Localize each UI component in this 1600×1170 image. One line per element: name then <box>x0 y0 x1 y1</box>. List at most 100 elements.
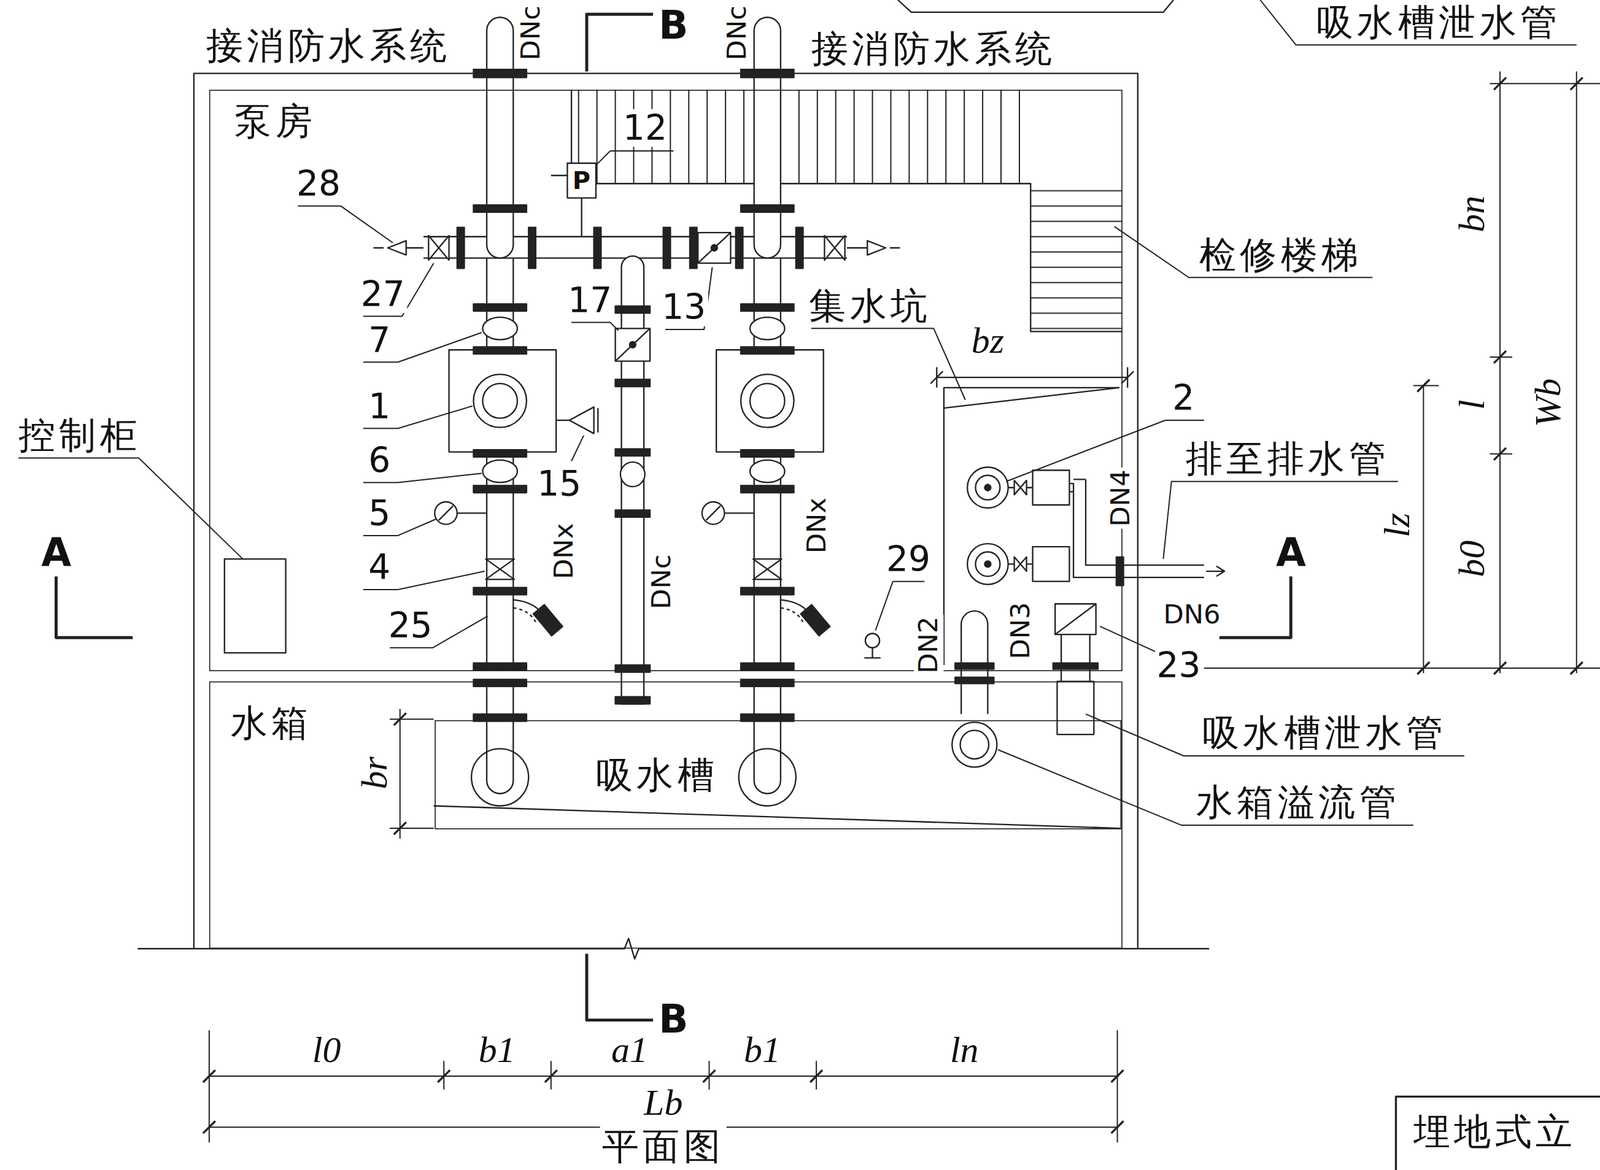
test-return-pipe <box>615 449 651 457</box>
leader-lines <box>595 150 674 166</box>
pipe-size: DN2 <box>913 614 944 676</box>
suction-trough: 吸水槽 <box>434 720 1122 830</box>
callout-number: 4 <box>366 548 393 587</box>
callout-number: 27 <box>358 274 407 314</box>
pipe-size: DNx <box>801 495 831 556</box>
pipe-size: DN3 <box>1005 599 1036 661</box>
callout-text: 平面图 <box>600 1126 727 1168</box>
sump-pit <box>1014 557 1027 572</box>
callout-text: 水箱溢流管 <box>1193 782 1402 824</box>
dimension-label: ln <box>948 1030 981 1071</box>
sump-pit <box>1069 479 1204 578</box>
dimension-label: bz <box>969 321 1006 363</box>
callout-number: 5 <box>366 494 393 533</box>
header-pipe <box>528 227 536 269</box>
pipe-size: DNx <box>548 521 579 582</box>
dimension-label: l0 <box>309 1030 343 1071</box>
relief-valve <box>556 406 598 434</box>
dimension-label: Wb <box>1528 376 1570 429</box>
sump-pit <box>1205 566 1225 577</box>
callout-number: 2 <box>1170 379 1197 418</box>
header-pipe <box>387 240 407 255</box>
callout-number: 2 <box>1170 379 1197 418</box>
sump-pit <box>1055 603 1097 635</box>
section-marks <box>586 14 654 72</box>
fire-pumps <box>434 17 830 806</box>
section-marks <box>586 954 654 1021</box>
header-pipe <box>689 227 698 269</box>
dimension-label: b0 <box>1452 538 1493 580</box>
header-pipe <box>663 227 671 269</box>
callout-text: 集水坑 <box>807 285 934 327</box>
callout-number: 29 <box>884 540 933 579</box>
callout-number: 27 <box>358 274 407 314</box>
sump-pit <box>1053 663 1098 670</box>
sump-pit <box>1032 546 1070 582</box>
callout-number: 23 <box>1154 646 1203 685</box>
pipe-size: DN2 <box>913 614 944 676</box>
sump-pit <box>943 387 1120 409</box>
callout-number: 7 <box>366 320 393 360</box>
leader-lines <box>297 206 393 244</box>
pressure-gauge <box>567 163 596 199</box>
header-pipe <box>867 240 886 255</box>
callout-number: 1 <box>366 387 393 426</box>
header-pipe <box>697 232 731 264</box>
dimension-lines <box>203 1070 1124 1134</box>
dimension-label: b0 <box>1452 538 1493 580</box>
callout-number: 15 <box>535 464 584 503</box>
dimension-label: Lb <box>641 1083 685 1125</box>
callout-text: 接消防水系统 <box>204 25 454 67</box>
dimension-lines <box>389 709 434 839</box>
sump-pit <box>1032 470 1070 506</box>
building-walls <box>137 0 1210 960</box>
callout-number: 12 <box>621 108 670 147</box>
callout-text: 集水坑 <box>807 285 934 327</box>
sump-pit <box>864 367 1225 768</box>
callout-number: 6 <box>366 441 393 480</box>
sump-pit <box>954 663 994 670</box>
callout-number: 13 <box>659 288 709 327</box>
callout-number: 1 <box>366 387 393 426</box>
sump-pit <box>954 677 994 684</box>
maintenance-stair <box>571 89 1123 332</box>
callout-number: 12 <box>621 108 670 147</box>
dimension-label: b1 <box>476 1030 518 1071</box>
header-pipe <box>697 232 731 264</box>
callout-number: 17 <box>565 281 615 320</box>
dimension-label: Lb <box>641 1083 685 1125</box>
pipe-size: DNc <box>646 551 676 611</box>
region-label: 吸水槽 <box>594 754 721 796</box>
gauge-letter: P <box>570 167 593 195</box>
section-marks <box>1219 576 1291 638</box>
dimension-label: l0 <box>309 1030 343 1071</box>
dimension-label: b1 <box>742 1030 784 1071</box>
pipe-size: DN4 <box>1105 467 1136 529</box>
region-label: 水箱 <box>228 703 315 744</box>
gauge-letter: P <box>570 167 593 195</box>
section-mark: B <box>656 4 691 48</box>
callout-text: 吸水槽泄水管 <box>1199 713 1450 754</box>
dimension-label: lz <box>1377 511 1419 541</box>
dimension-label: bn <box>1452 193 1493 236</box>
maintenance-stair <box>571 89 1123 332</box>
pipe-size: DN6 <box>1161 599 1223 630</box>
callout-text: 吸水槽泄水管 <box>1314 1 1564 43</box>
relief-valve <box>597 408 599 433</box>
callout-text: 排至排水管 <box>1183 438 1392 480</box>
leader-lines <box>997 749 1414 826</box>
sump-pit <box>930 367 1134 388</box>
title-block <box>1395 1096 1600 1170</box>
dimension-label: bz <box>969 321 1006 363</box>
relief-valve <box>556 419 570 422</box>
dimension-label: ln <box>948 1030 981 1071</box>
section-marks <box>55 14 1291 1021</box>
pipe-size: DNc <box>516 3 546 62</box>
callout-number: 28 <box>294 165 344 204</box>
callout-text: 检修楼梯 <box>1196 234 1365 275</box>
control-cabinet <box>224 559 286 654</box>
drawing <box>18 0 1600 1170</box>
sump-pit <box>1008 487 1033 565</box>
callout-number: 25 <box>386 606 435 645</box>
